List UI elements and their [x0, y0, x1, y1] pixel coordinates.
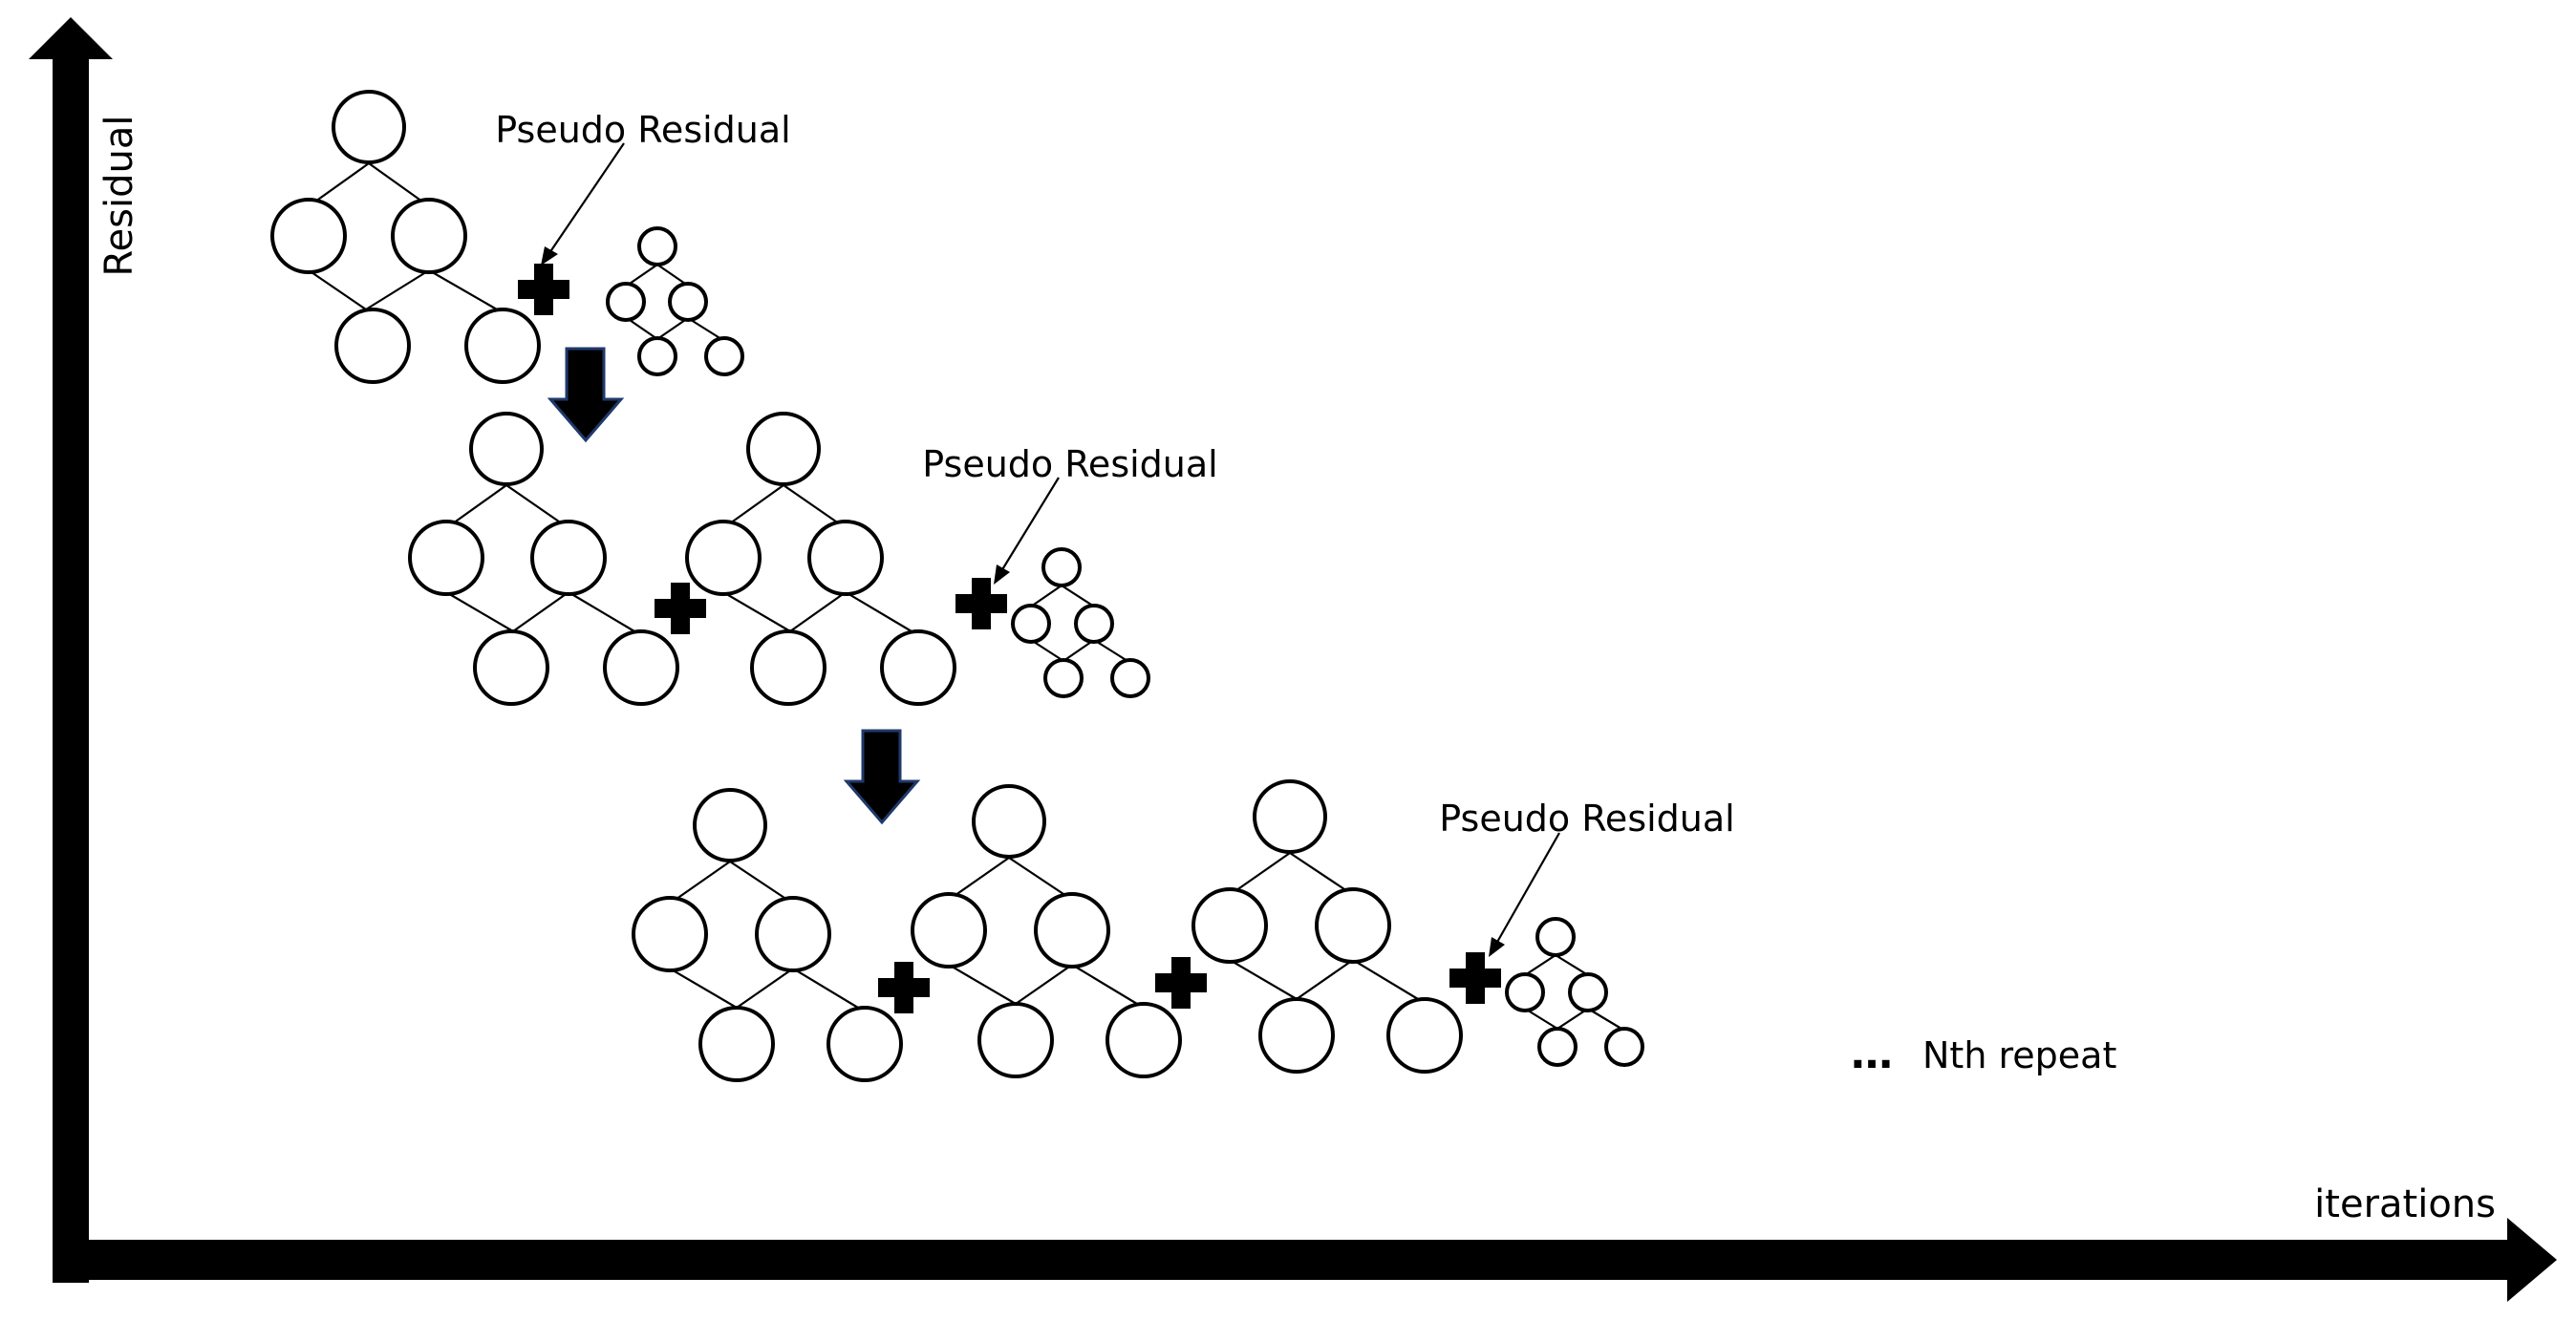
pseudo-residual-label: Pseudo Residual [1439, 798, 1734, 840]
tree [408, 412, 679, 706]
pseudo-residual-label: Pseudo Residual [922, 443, 1217, 485]
pseudo-residual-pointer [1489, 832, 1560, 957]
pseudo-residual-pointer [994, 477, 1060, 585]
ellipsis: … [1851, 1030, 1893, 1078]
x-axis-label: iterations [2314, 1182, 2496, 1226]
pseudo-residual-tree [606, 226, 744, 376]
tree [1191, 779, 1463, 1074]
pseudo-residual-tree [1505, 917, 1644, 1067]
tree [632, 788, 903, 1082]
y-axis-label: Residual [97, 116, 141, 277]
tree [911, 784, 1182, 1078]
tree [685, 412, 956, 706]
pseudo-residual-pointer [541, 142, 625, 266]
plus-icon [655, 583, 706, 634]
plus-icon [518, 264, 569, 315]
plus-icon [878, 962, 930, 1013]
stage-2: Pseudo Residual [408, 412, 1218, 706]
pseudo-residual-tree [1011, 547, 1150, 698]
y-axis [29, 17, 113, 1283]
plus-icon [1155, 957, 1207, 1009]
tree [270, 90, 541, 384]
plus-icon [1449, 952, 1501, 1004]
x-axis [53, 1218, 2557, 1302]
down-arrow-icon [843, 729, 921, 825]
nth-repeat-label: Nth repeat [1922, 1034, 2116, 1076]
down-arrow-icon [547, 347, 625, 443]
pseudo-residual-label: Pseudo Residual [495, 109, 790, 151]
plus-icon [955, 578, 1007, 629]
stage-3: Pseudo Residual [632, 779, 1735, 1082]
stage-1: Pseudo Residual [270, 90, 791, 384]
